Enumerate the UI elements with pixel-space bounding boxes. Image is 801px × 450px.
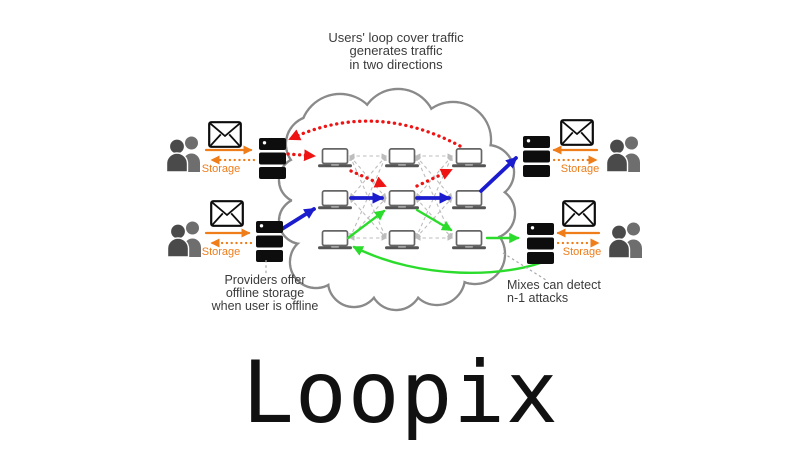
laptop-icon <box>385 149 419 167</box>
laptop-icon <box>452 149 486 167</box>
users-icon <box>609 223 643 259</box>
top-annotation: Users' loop cover traffic generates traf… <box>296 31 496 71</box>
laptop-icon <box>452 231 486 249</box>
envelope-icon <box>563 201 595 226</box>
storage-label: Storage <box>201 246 241 258</box>
provider-server-icon <box>527 223 554 264</box>
user-group-bottom-left <box>168 201 284 262</box>
laptop-icon <box>318 149 352 167</box>
user-group-bottom-right <box>527 201 642 264</box>
provider-server-icon <box>256 221 283 262</box>
user-loop-path-red <box>286 119 462 188</box>
mix-loop-path-green <box>346 208 550 275</box>
provider-annotation-line: offline storage <box>225 285 305 300</box>
laptop-icon <box>452 191 486 209</box>
mix-mesh-links <box>349 153 453 241</box>
provider-annotation-line: Providers offer <box>224 273 306 287</box>
storage-label: Storage <box>560 163 600 175</box>
slide-title: Loopix <box>242 343 559 443</box>
storage-label: Storage <box>562 246 602 258</box>
users-icon <box>607 137 641 173</box>
top-annotation-line: in two directions <box>349 56 443 72</box>
user-group-top-right <box>523 120 640 177</box>
provider-server-icon <box>523 136 550 177</box>
envelope-icon <box>211 201 243 226</box>
laptop-icon <box>318 231 352 249</box>
top-annotation-line: generates traffic <box>349 43 443 59</box>
mix-annotation-line: Mixes can detect <box>507 278 601 292</box>
mix-node-grid <box>318 149 486 249</box>
laptop-icon <box>385 191 419 209</box>
message-path-blue <box>280 156 518 231</box>
provider-annotation: Providers offer offline storage when use… <box>185 274 345 312</box>
envelope-icon <box>561 120 593 145</box>
laptop-icon <box>385 231 419 249</box>
laptop-icon <box>318 191 352 209</box>
mix-annotation: Mixes can detect n-1 attacks <box>507 279 647 305</box>
storage-label: Storage <box>201 163 241 175</box>
user-group-top-left <box>167 122 287 179</box>
provider-server-icon <box>259 138 286 179</box>
provider-annotation-line: when user is offline <box>211 298 319 313</box>
envelope-icon <box>209 122 241 147</box>
top-annotation-line: Users' loop cover traffic <box>328 30 464 45</box>
mix-annotation-line: n-1 attacks <box>507 290 569 305</box>
